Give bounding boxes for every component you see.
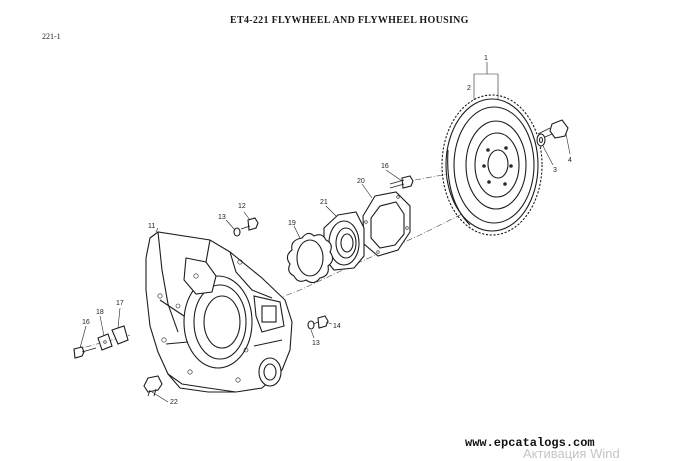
callout-13-lower: 13 xyxy=(312,340,320,347)
callout-16-top: 16 xyxy=(381,163,389,170)
cover-plate-17 xyxy=(111,325,129,345)
gasket-18 xyxy=(97,333,113,351)
callout-18: 18 xyxy=(96,309,104,316)
callout-1: 1 xyxy=(484,55,488,62)
washer-13-top xyxy=(233,227,241,237)
drain-plug xyxy=(143,375,163,397)
bolt-12 xyxy=(240,217,259,231)
callout-21: 21 xyxy=(320,199,328,206)
gasket-20 xyxy=(362,191,411,257)
page-title: ET4-221 FLYWHEEL AND FLYWHEEL HOUSING xyxy=(230,15,469,26)
callout-4: 4 xyxy=(568,157,572,164)
callout-12: 12 xyxy=(238,203,246,210)
oil-seal-retainer xyxy=(323,211,365,271)
bolt-16-top xyxy=(389,175,414,189)
callout-13-top: 13 xyxy=(218,214,226,221)
callout-14: 14 xyxy=(333,323,341,330)
callout-3: 3 xyxy=(553,167,557,174)
bolt-16-left xyxy=(73,346,97,359)
callout-17: 17 xyxy=(116,300,124,307)
flywheel-housing xyxy=(145,231,293,393)
callout-11: 11 xyxy=(148,223,155,230)
callout-19: 19 xyxy=(288,220,296,227)
callout-2: 2 xyxy=(467,85,471,92)
flywheel-washer xyxy=(536,133,546,147)
website-url[interactable]: www.epcatalogs.com xyxy=(465,436,595,450)
callout-22: 22 xyxy=(170,399,178,406)
washer-13-lower xyxy=(307,320,315,330)
page-code: 221-1 xyxy=(42,32,61,41)
flywheel xyxy=(441,94,543,236)
callout-16-left: 16 xyxy=(82,319,90,326)
callout-20: 20 xyxy=(357,178,365,185)
gasket-19 xyxy=(286,232,334,284)
activation-watermark: Активация Wind xyxy=(523,446,620,461)
